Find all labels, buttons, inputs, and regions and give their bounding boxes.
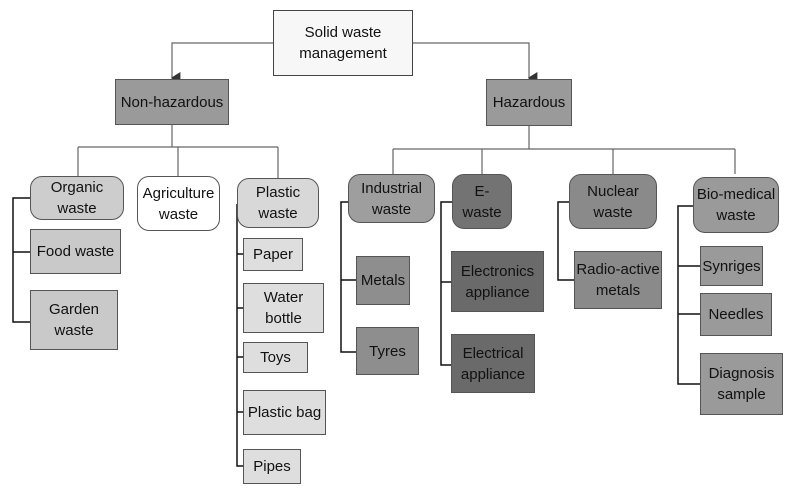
metals-node: Metals: [356, 256, 410, 305]
non-hazardous-node: Non-hazardous: [115, 79, 229, 125]
organic-waste-node: Organic waste: [30, 176, 124, 220]
tyres-node: Tyres: [356, 327, 419, 375]
arrow-root-to-hazardous: [413, 42, 538, 84]
biomedical-waste-node: Bio-medical waste: [693, 177, 779, 233]
syringes-node: Synriges: [700, 246, 763, 286]
plastic-waste-node: Plastic waste: [237, 178, 319, 228]
e-waste-node: E- waste: [452, 174, 512, 229]
radio-active-metals-node: Radio-active metals: [574, 251, 662, 309]
toys-node: Toys: [243, 342, 308, 373]
diagnosis-sample-node: Diagnosis sample: [700, 353, 783, 415]
electrical-appliance-node: Electrical appliance: [451, 334, 535, 393]
root-node: Solid waste management: [273, 10, 413, 76]
industrial-waste-node: Industrial waste: [348, 174, 435, 223]
pipes-node: Pipes: [243, 449, 301, 484]
electronics-appliance-node: Electronics appliance: [451, 251, 544, 312]
food-waste-node: Food waste: [30, 229, 121, 274]
connector-non-hazardous: [77, 125, 279, 178]
connector-hazardous: [392, 126, 736, 174]
bracket-industrial: [340, 201, 356, 353]
bracket-ewaste: [440, 201, 452, 366]
agriculture-waste-node: Agriculture waste: [137, 176, 220, 231]
bracket-nuclear: [557, 201, 574, 281]
arrow-root-to-non-hazardous: [170, 42, 273, 84]
needles-node: Needles: [700, 293, 772, 336]
bracket-biomedical: [677, 205, 700, 385]
bracket-organic: [12, 197, 30, 323]
nuclear-waste-node: Nuclear waste: [569, 174, 657, 229]
hazardous-node: Hazardous: [486, 79, 572, 126]
bracket-plastic: [236, 204, 243, 467]
plastic-bag-node: Plastic bag: [243, 390, 326, 435]
paper-node: Paper: [243, 238, 303, 271]
water-bottle-node: Water bottle: [243, 283, 324, 333]
garden-waste-node: Garden waste: [30, 290, 118, 350]
